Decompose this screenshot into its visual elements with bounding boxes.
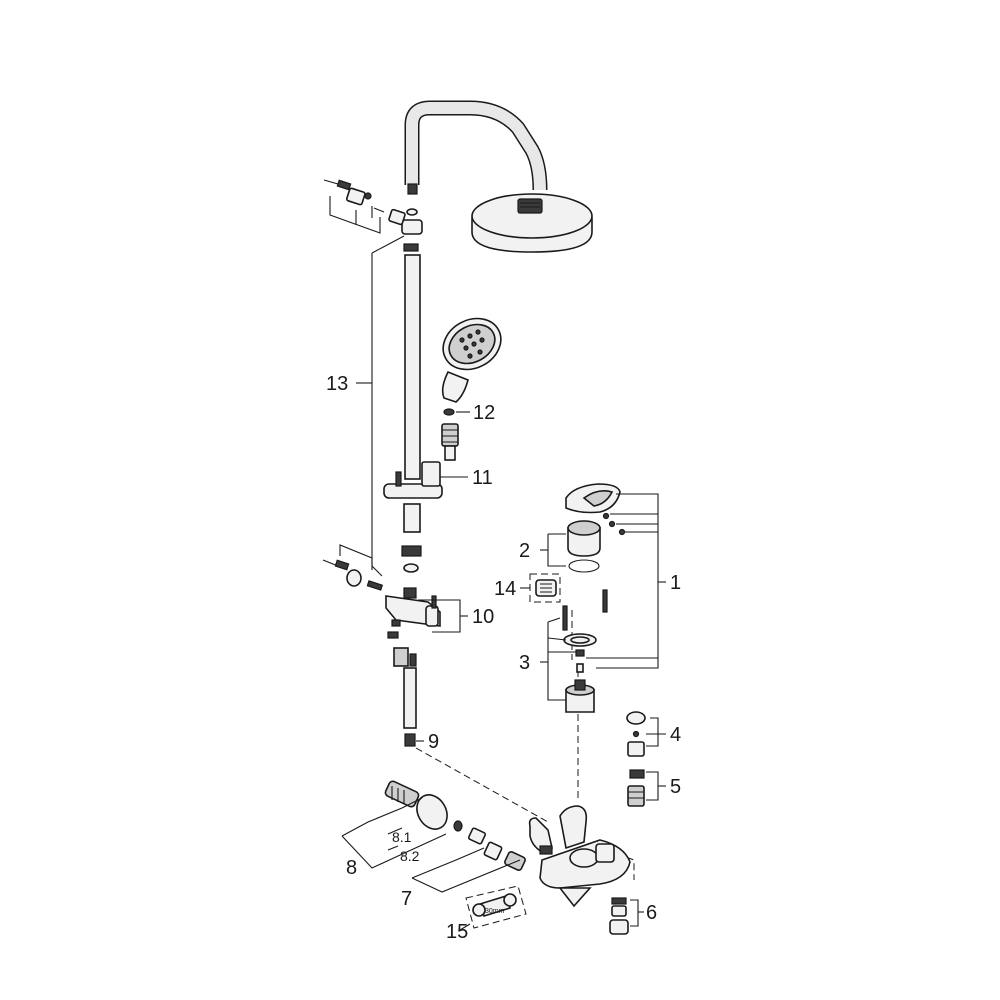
label-14: 14: [494, 578, 516, 600]
check-valve-parts: [626, 711, 646, 807]
upper-wall-bracket: [323, 179, 406, 234]
label-12: 12: [473, 402, 495, 424]
label-2: 2: [519, 540, 530, 562]
label-7: 7: [401, 888, 412, 910]
connection-nuts: [467, 827, 526, 871]
cartridge-assembly: [562, 589, 608, 713]
label-8: 8: [346, 857, 357, 879]
label-5: 5: [670, 776, 681, 798]
label-9: 9: [428, 731, 439, 753]
label-15: 15: [446, 921, 468, 943]
label-8-2: 8.2: [400, 848, 420, 864]
lower-wall-bracket: [322, 544, 384, 591]
mixer-body: [528, 805, 631, 908]
leader-lines: [341, 235, 666, 931]
label-1: 1: [670, 572, 681, 594]
mixer-lever: [565, 483, 626, 536]
slider-holder: [383, 461, 443, 499]
wrench-size-label: 30mm: [485, 908, 505, 915]
hand-shower: [441, 317, 502, 461]
label-6: 6: [646, 902, 657, 924]
label-8-1: 8.1: [392, 829, 412, 845]
hose-outlet-bracket: [385, 587, 441, 667]
eccentric-connectors: [384, 780, 463, 832]
connection-line-9: [415, 747, 549, 823]
filter-part: [529, 573, 561, 603]
lower-tube: [403, 667, 417, 747]
head-shower: [471, 193, 593, 253]
callout-labels: 13 12 11 10 9 1 2 14 3 4 5 6 8 8.1 8.2 7…: [326, 373, 681, 943]
overhead-shower-arm: [404, 100, 548, 191]
outlet-parts: [609, 897, 629, 935]
label-11: 11: [472, 467, 493, 489]
top-connector-parts: [401, 183, 423, 252]
label-13: 13: [326, 373, 348, 395]
riser-rail: [401, 254, 422, 573]
label-3: 3: [519, 652, 530, 674]
label-4: 4: [670, 724, 681, 746]
cap-and-seal: [567, 520, 601, 573]
label-10: 10: [472, 606, 494, 628]
wrench-tool: 30mm: [465, 885, 527, 929]
